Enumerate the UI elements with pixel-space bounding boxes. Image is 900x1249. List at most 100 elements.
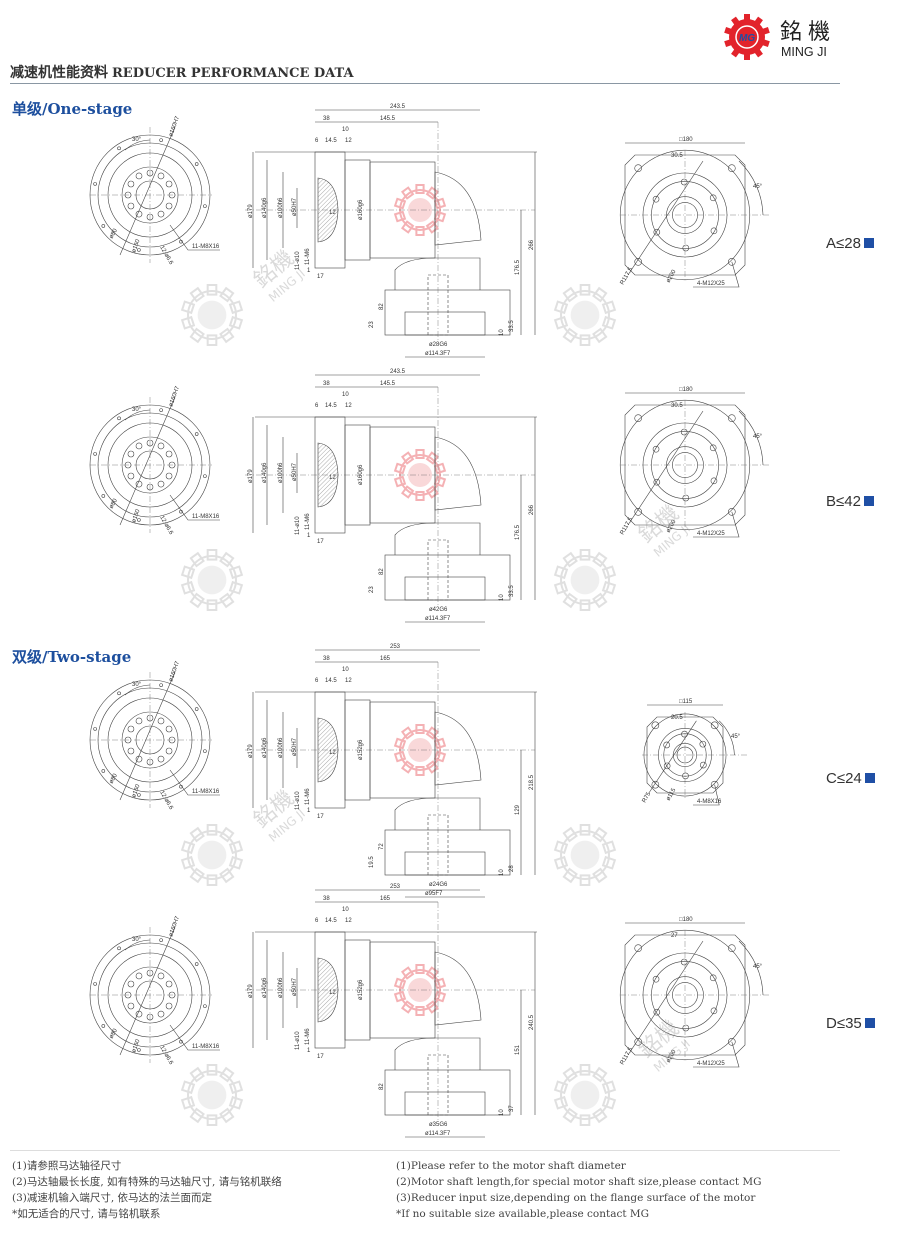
bolt-hole xyxy=(709,194,717,202)
dimension-label: 33.5 xyxy=(509,320,515,332)
dimension-label: 38 xyxy=(323,116,330,122)
ratio-label-c: C≤24 xyxy=(826,770,875,787)
bolt-hole xyxy=(157,972,165,980)
dimension-label: □115 xyxy=(679,699,693,705)
flange-circle xyxy=(135,450,165,480)
tap-hole xyxy=(117,691,121,696)
dimension-label: ø80 xyxy=(109,227,120,240)
gear-tooth xyxy=(753,48,763,58)
dimension-label: 253 xyxy=(390,884,401,890)
dimension-label: 11-ø10 xyxy=(295,251,301,270)
dimension-label: ø160H7 xyxy=(168,660,181,683)
leader xyxy=(119,926,176,1056)
leader xyxy=(169,769,220,796)
bolt-hole xyxy=(653,1008,661,1016)
bevel-housing xyxy=(434,171,482,246)
leader xyxy=(169,1024,220,1051)
notes-en: (1)Please refer to the motor shaft diame… xyxy=(396,1158,762,1222)
flange-circle xyxy=(135,180,165,210)
dimension-label: 14.5 xyxy=(325,403,337,409)
dimension-label: ø80 xyxy=(109,1027,120,1040)
angle-arc xyxy=(124,139,151,151)
gear-tooth xyxy=(731,16,741,26)
dimension-label: 10 xyxy=(342,127,349,133)
dimension-label: 11-M8X16 xyxy=(192,244,220,250)
blue-square-marker-icon xyxy=(863,496,874,506)
dimension-label: 10 xyxy=(499,869,505,876)
leader xyxy=(693,1041,740,1068)
dimension-label: ø179 xyxy=(248,744,254,758)
notes-cn: (1)请参照马达轴径尺寸 (2)马达轴最长长度, 如有特殊的马达轴尺寸, 请与铭… xyxy=(12,1158,282,1222)
angle-arc xyxy=(718,720,735,756)
bolt-hole xyxy=(165,450,173,458)
leader xyxy=(648,720,697,794)
dimension-label: ø179 xyxy=(248,984,254,998)
flange-circle xyxy=(89,404,211,526)
dimension-label: ø114.3F7 xyxy=(425,1131,451,1137)
flange-circle xyxy=(107,152,193,238)
mounting-hole xyxy=(634,414,643,423)
dimension-label: 19.5 xyxy=(369,856,375,868)
dimension-label: 30° xyxy=(132,937,142,943)
flange-circle xyxy=(89,679,211,801)
dimension-label: 11-M6 xyxy=(305,788,311,805)
leader xyxy=(627,940,704,1056)
dimension-label: 14.5 xyxy=(325,678,337,684)
output-pilot xyxy=(404,851,486,876)
bolt-hole xyxy=(146,483,154,491)
dimension-label: ø152g6 xyxy=(358,979,364,1000)
dimension-label: 12 xyxy=(345,918,352,924)
dimension-label: 1 xyxy=(307,268,311,274)
flange-circle xyxy=(107,952,193,1038)
tap-hole xyxy=(203,474,207,478)
dimension-label: 17 xyxy=(317,1054,324,1060)
bolt-hole xyxy=(653,478,661,486)
dimension-label: 6 xyxy=(315,918,319,924)
dimension-label: 11-ø10 xyxy=(295,516,301,535)
dimension-label: 30° xyxy=(132,682,142,688)
dimension-label: 11-M6 xyxy=(305,248,311,265)
dimension-label: R117.5 xyxy=(620,1046,635,1066)
dimension-label: 17 xyxy=(317,274,324,280)
bolt-hole xyxy=(165,980,173,988)
bolt-hole xyxy=(146,758,154,766)
bolt-hole xyxy=(652,975,660,983)
dimension-label: 82 xyxy=(379,1083,385,1090)
bolt-hole xyxy=(699,740,707,748)
bolt-hole xyxy=(168,991,176,999)
page-title-cn: 减速机性能资料 xyxy=(10,65,108,81)
tap-hole xyxy=(117,416,121,421)
dimension-label: 6 xyxy=(315,678,319,684)
watermark-layer xyxy=(180,184,617,346)
square-flange xyxy=(624,934,746,1056)
dimension-label: ø50H7 xyxy=(292,462,298,481)
section-one-stage: 单级/One-stage xyxy=(12,100,133,118)
flange-circle xyxy=(107,422,193,508)
watermark-layer xyxy=(180,964,617,1126)
gear-tooth xyxy=(744,14,750,21)
ratio-label-text: A≤28 xyxy=(826,235,861,252)
dimension-label: 1 xyxy=(307,808,311,814)
blue-square-marker-icon xyxy=(864,773,875,783)
flange-circle xyxy=(97,942,203,1048)
dimension-label: 145.5 xyxy=(380,381,396,387)
flange-circle xyxy=(121,166,179,224)
watermark-layer xyxy=(180,449,617,611)
dimension-label: 37 xyxy=(509,1105,515,1112)
dimension-label: 10 xyxy=(499,329,505,336)
square-flange xyxy=(624,154,746,276)
flange-circle xyxy=(121,711,179,769)
dimension-label: 33.5 xyxy=(509,585,515,597)
dimension-label: 4-M12X25 xyxy=(697,1061,725,1067)
dimension-label: 243.5 xyxy=(390,369,406,375)
dimension-label: 151 xyxy=(515,1044,521,1055)
dimension-label: 12 xyxy=(345,403,352,409)
mounting-hole xyxy=(634,258,643,266)
flange-circle xyxy=(651,181,719,249)
bolt-hole xyxy=(146,439,154,447)
tap-hole xyxy=(101,769,106,773)
